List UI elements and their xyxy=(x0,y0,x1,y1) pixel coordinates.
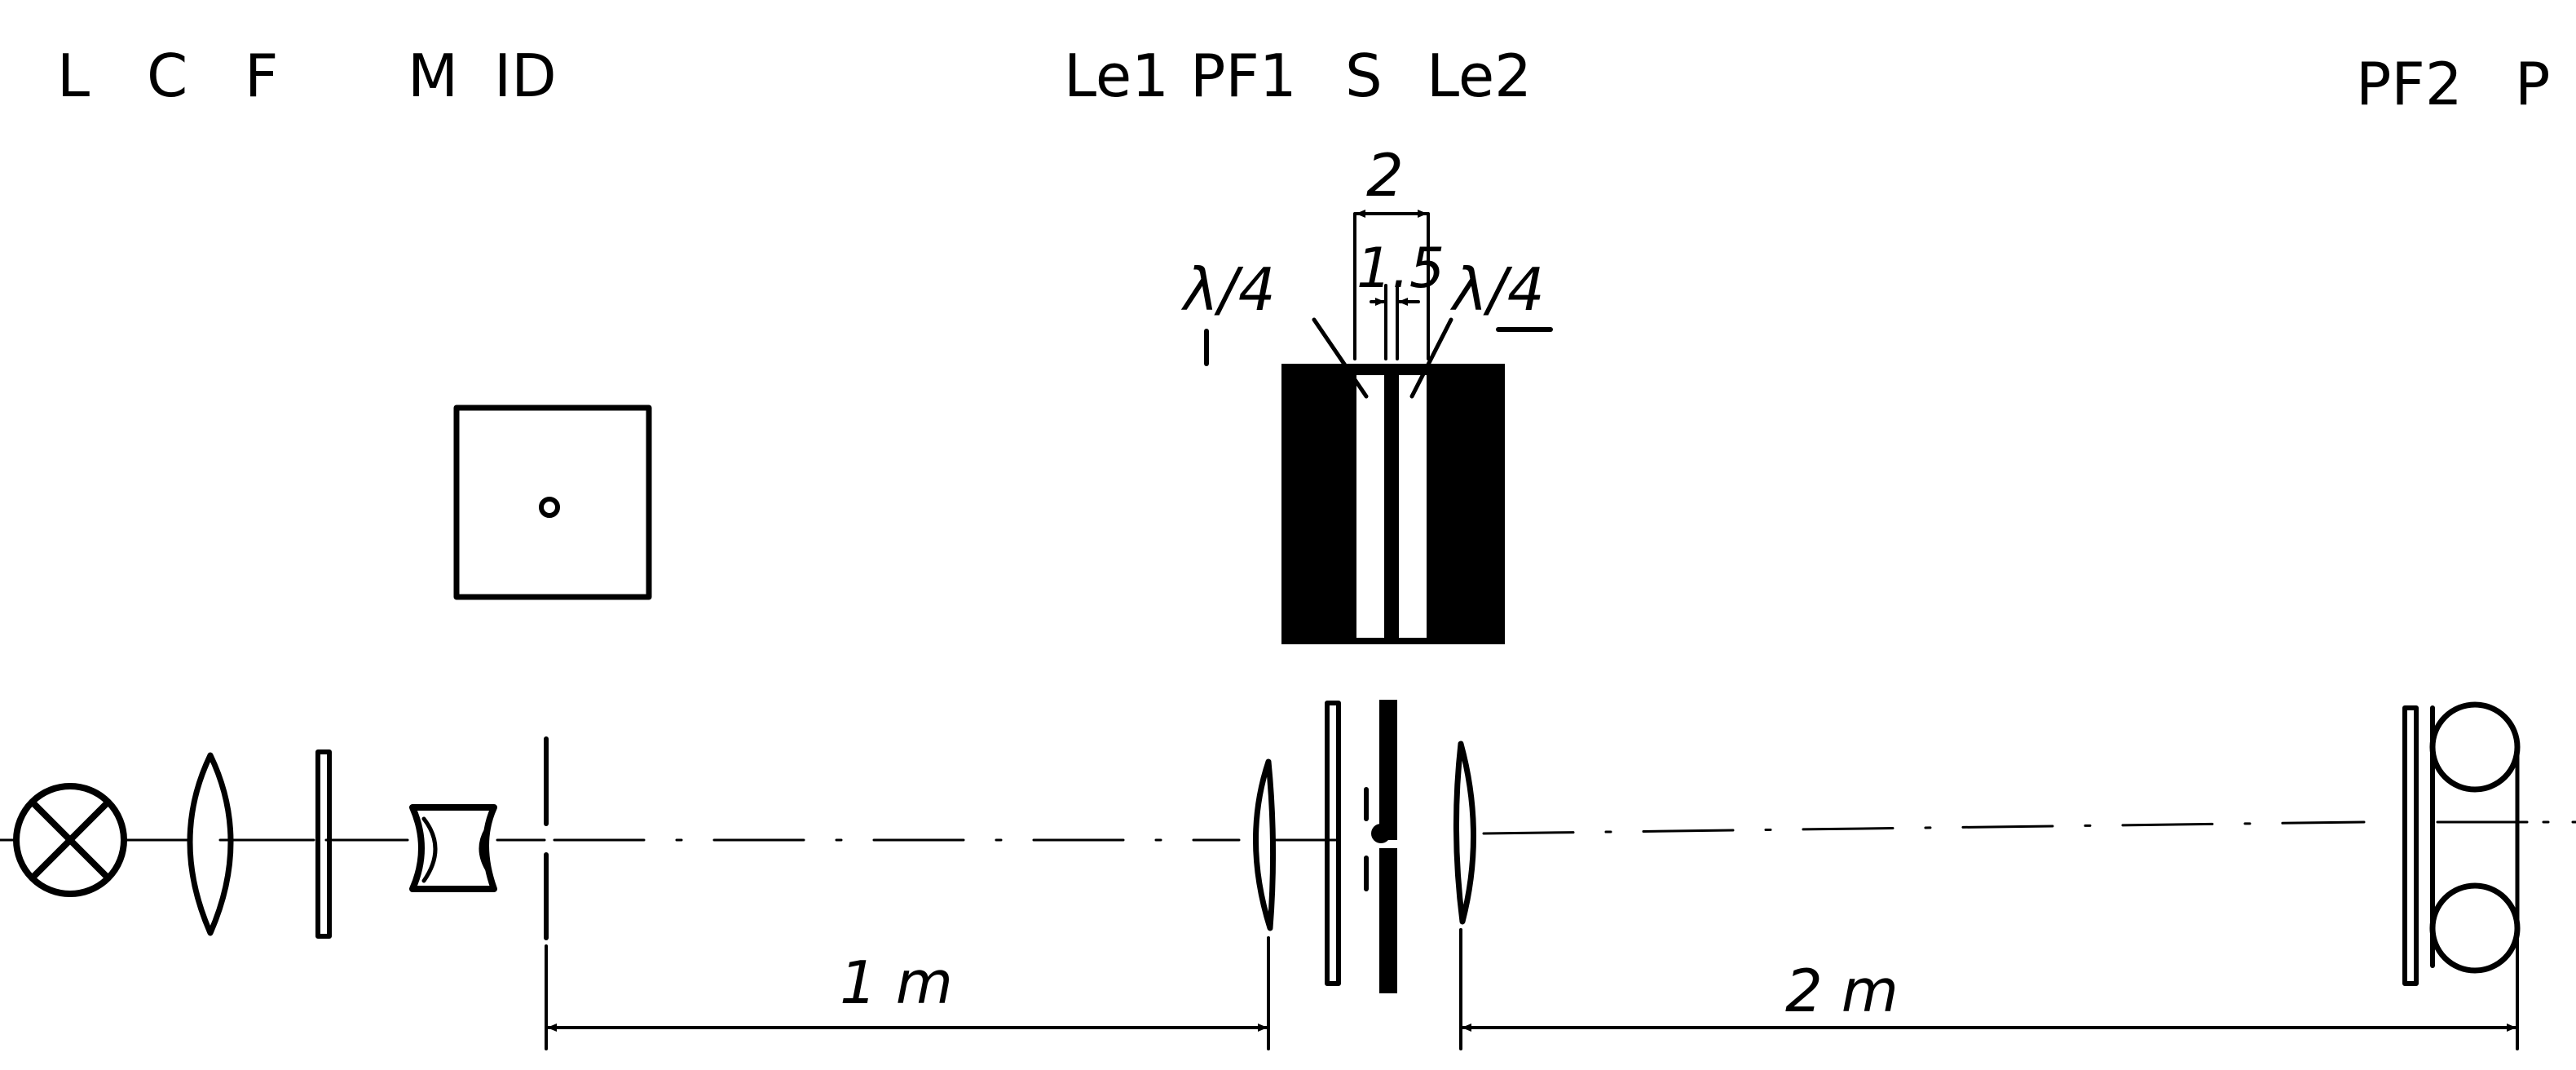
sample xyxy=(1364,700,1397,993)
quarter-wave-gap-left xyxy=(1356,375,1384,638)
quarter-wave-label-left: λ/4 xyxy=(1180,255,1276,324)
monochromator xyxy=(409,804,497,892)
lamp xyxy=(13,783,127,897)
filter xyxy=(315,749,332,939)
condenser-lens xyxy=(187,752,234,936)
distance-2m: 2 m xyxy=(1785,957,1899,1025)
label-condenser: C xyxy=(147,42,187,110)
polarization-filter-2 xyxy=(2402,705,2419,986)
lens-2 xyxy=(1453,741,1477,925)
label-polarization-filter-2: PF2 xyxy=(2356,50,2463,118)
cell-body xyxy=(1281,364,1505,644)
iris-inset xyxy=(453,405,652,600)
sample-point xyxy=(1371,824,1391,843)
optical-axis xyxy=(0,820,2576,842)
photometer xyxy=(2429,701,2521,974)
label-lens-2: Le2 xyxy=(1427,42,1532,110)
dimension-outer: 2 xyxy=(1366,141,1404,210)
label-lens-1: Le1 xyxy=(1064,42,1169,110)
label-mirror: M xyxy=(408,42,458,110)
label-polarization-filter-1: PF1 xyxy=(1190,42,1297,110)
lens-1 xyxy=(1253,758,1277,931)
label-iris-diaphragm: ID xyxy=(494,42,557,110)
label-filter: F xyxy=(245,42,278,110)
quarter-wave-label-right: λ/4 xyxy=(1449,255,1545,324)
label-lamp: L xyxy=(57,42,90,110)
component-labels: L C F M ID Le1 PF1 S Le2 PF2 P xyxy=(57,42,2550,118)
label-photometer: P xyxy=(2515,50,2550,118)
polarization-filter-1 xyxy=(1325,701,1341,986)
distance-1m: 1 m xyxy=(840,948,953,1017)
distance-dimensions: 1 m 2 m xyxy=(545,928,2519,1050)
quarter-wave-gap-right xyxy=(1399,375,1427,638)
sample-cell-inset: 2 1.5 λ/4 λ/4 xyxy=(1180,141,1553,644)
label-sample: S xyxy=(1345,42,1383,110)
dimension-inner: 1.5 xyxy=(1356,237,1445,301)
